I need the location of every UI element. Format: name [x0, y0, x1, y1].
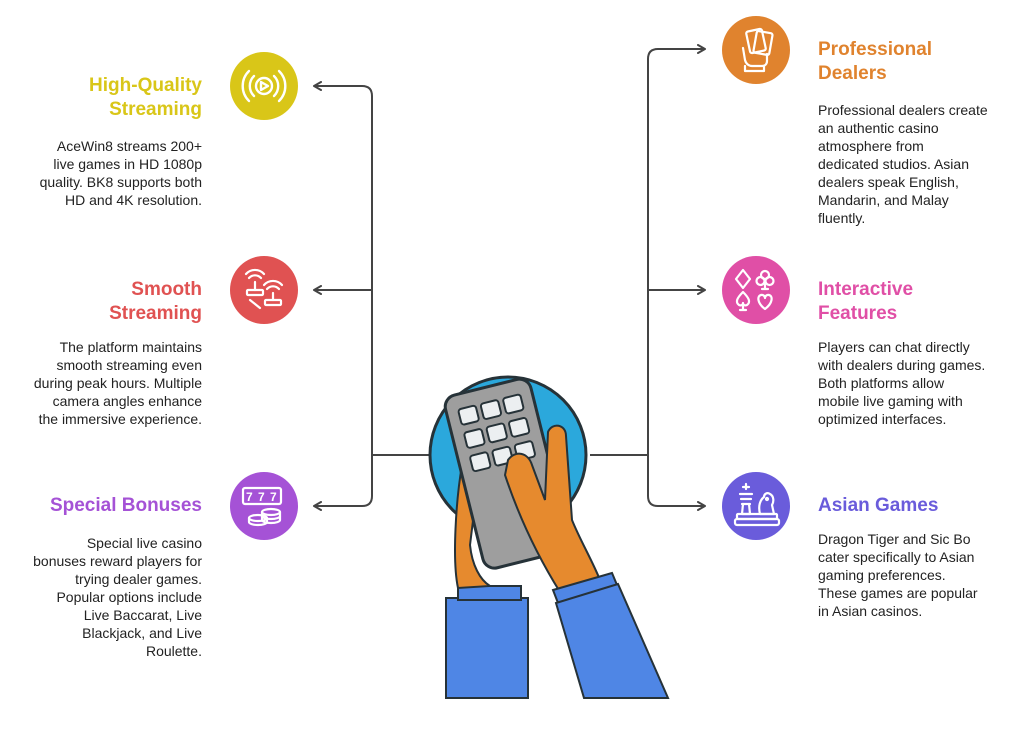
svg-text:7: 7	[246, 490, 253, 504]
connector-right-top	[647, 44, 706, 455]
asian-games-description: Dragon Tiger and Sic Bo cater specifical…	[818, 531, 978, 619]
professional-dealers-description: Professional dealers create an authentic…	[818, 102, 988, 226]
connector-left-bottom	[313, 455, 373, 511]
special-bonuses-description: Special live casino bonuses reward playe…	[33, 535, 202, 659]
card-suits-icon	[734, 268, 775, 312]
smooth-icon-circle	[230, 256, 298, 324]
professional-dealers-title: Professional Dealers	[818, 39, 933, 84]
asian-games-title: Asian Games	[818, 495, 939, 516]
wifi-router-icon	[244, 268, 284, 310]
bonuses-icon-circle: 7 7 7	[230, 472, 298, 540]
streaming-icon-circle	[230, 52, 298, 120]
dealers-icon-circle	[722, 16, 790, 84]
asian-icon-circle	[722, 472, 790, 540]
svg-text:7: 7	[258, 490, 265, 504]
chess-pieces-icon	[733, 482, 781, 527]
smooth-streaming-title: Smooth Streaming	[109, 279, 202, 324]
high-quality-streaming-title: High-Quality Streaming	[89, 75, 202, 120]
high-quality-streaming-description: AceWin8 streams 200+ live games in HD 10…	[39, 138, 202, 208]
interactive-features-description: Players can chat directly with dealers d…	[818, 339, 986, 427]
svg-text:7: 7	[270, 490, 277, 504]
smooth-streaming-description: The platform maintains smooth streaming …	[33, 339, 202, 427]
connector-right-bottom	[647, 455, 706, 511]
right-hand	[503, 424, 602, 594]
slot-coins-icon: 7 7 7	[241, 486, 283, 527]
interactive-features-title: Interactive Features	[818, 279, 914, 324]
special-bonuses-title: Special Bonuses	[49, 495, 202, 516]
hand-cards-icon	[741, 27, 774, 73]
left-sleeve	[445, 597, 529, 699]
connector-left-top	[313, 81, 373, 455]
interactive-icon-circle	[722, 256, 790, 324]
play-signal-icon	[241, 69, 287, 103]
